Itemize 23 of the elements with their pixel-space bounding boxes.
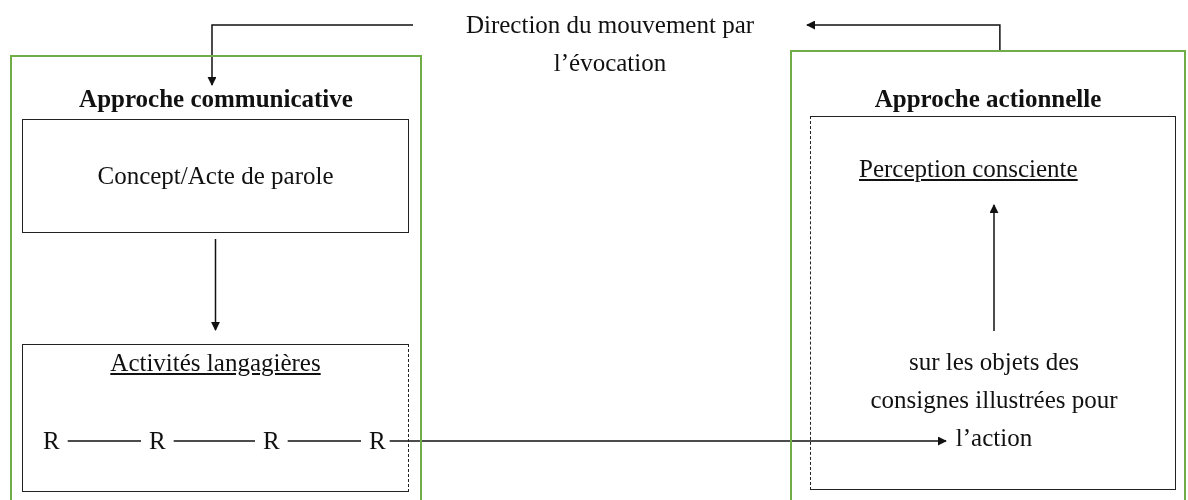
arrow xyxy=(388,436,947,446)
heading-text: Perception consciente xyxy=(859,155,1078,183)
box-heading: Activités langagières xyxy=(110,349,321,376)
arrow xyxy=(211,238,220,331)
description-text: sur les objets des consignes illustrées pour l’action xyxy=(857,343,1131,457)
process-box xyxy=(22,344,409,492)
group-heading: Approche communicative xyxy=(79,85,353,112)
connector-line xyxy=(172,440,256,442)
group-panel xyxy=(790,50,1186,500)
arrow xyxy=(989,204,999,332)
connector-line xyxy=(66,440,142,442)
inner-panel xyxy=(810,116,1176,490)
node-label: R xyxy=(263,427,280,455)
arrow xyxy=(207,24,414,86)
group-heading: Approche actionnelle xyxy=(874,85,1102,112)
group-panel xyxy=(10,55,422,500)
annotation-text: Direction du mouvement par l’évocation xyxy=(415,6,805,82)
node-label: R xyxy=(149,427,166,455)
node-label: R xyxy=(369,427,386,455)
process-box: Concept/Acte de parole xyxy=(22,119,409,233)
arrow xyxy=(806,20,1001,51)
connector-line xyxy=(286,440,362,442)
node-label: R xyxy=(43,427,60,455)
